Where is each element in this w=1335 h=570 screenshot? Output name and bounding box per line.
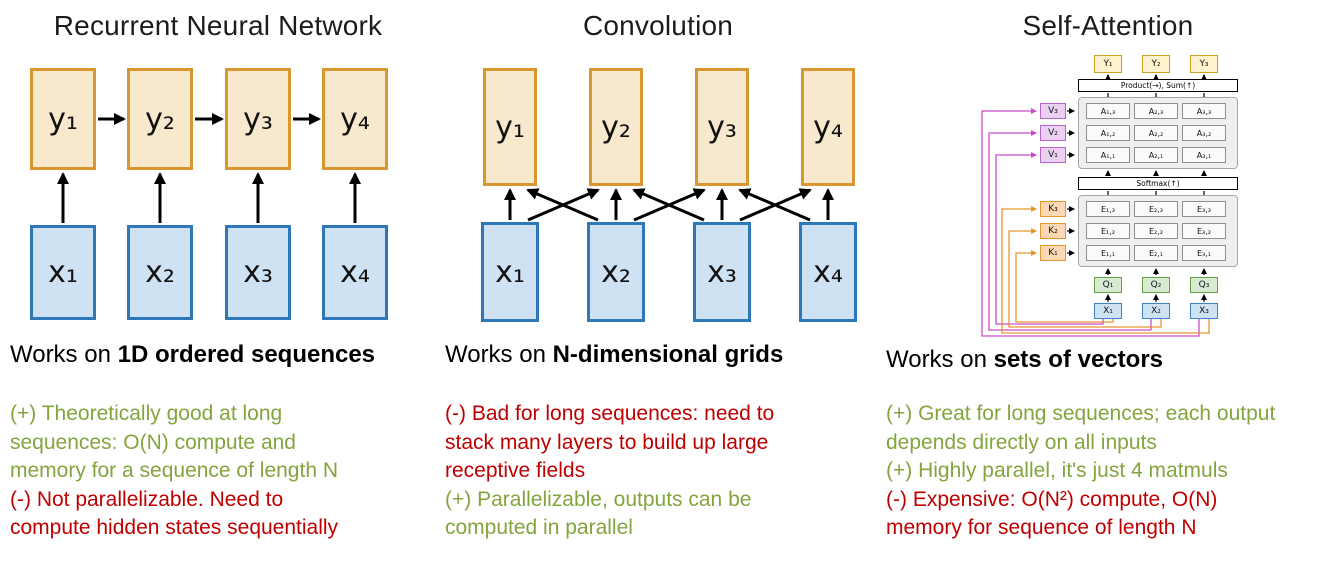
key-vector-box: K₂	[1040, 223, 1066, 239]
attention-e-cell: E₃,₃	[1182, 201, 1226, 217]
query-vector-box: Q₃	[1190, 277, 1218, 293]
note-line: (+) Parallelizable, outputs can be compu…	[445, 487, 752, 540]
works-on-line: Works on 1D ordered sequences	[10, 341, 375, 369]
conv-vertical-arrows	[504, 188, 834, 220]
attention-output-box: Y₁	[1094, 55, 1122, 73]
note-line: (-) Bad for long sequences: need to stac…	[445, 402, 775, 482]
works-on-bold: 1D ordered sequences	[117, 341, 376, 368]
convolution-diagram: y₁ y₂ y₃ y₄ x₁ x₂ x₃ x₄	[443, 60, 873, 340]
attention-e-cell: E₂,₃	[1134, 201, 1178, 217]
attention-a-cell: A₃,₁	[1182, 147, 1226, 163]
works-on-line: Works on sets of vectors	[886, 346, 1163, 374]
attention-input-box: X₁	[1094, 303, 1122, 319]
conv-output-box: y₂	[589, 68, 643, 186]
conv-output-box: y₁	[483, 68, 537, 186]
note-line: (+) Highly parallel, it's just 4 matmuls	[886, 459, 1228, 482]
attention-e-cell: E₁,₁	[1086, 245, 1130, 261]
softmax-bar: Softmax(↑)	[1078, 177, 1238, 190]
attention-a-cell: A₃,₃	[1182, 103, 1226, 119]
rnn-column: Recurrent Neural Network	[8, 10, 428, 539]
works-on-prefix: Works on	[10, 341, 118, 368]
rnn-arrows	[57, 113, 361, 223]
query-vector-box: Q₂	[1142, 277, 1170, 293]
query-vector-box: Q₁	[1094, 277, 1122, 293]
rnn-output-box: y₃	[225, 68, 291, 170]
convolution-arrows	[504, 188, 834, 222]
conv-output-box: y₄	[801, 68, 855, 186]
self-attention-notes: (+) Great for long sequences; each outpu…	[886, 400, 1286, 543]
title-self-attention: Self-Attention	[1022, 10, 1194, 41]
convolution-column: Convolution	[443, 10, 873, 539]
conv-input-box: x₂	[587, 222, 645, 322]
attention-output-box: Y₃	[1190, 55, 1218, 73]
value-vector-box: V₃	[1040, 103, 1066, 119]
note-line: (+) Theoretically good at long sequences…	[10, 402, 339, 482]
rnn-input-box: x₁	[30, 225, 96, 320]
conv-cross-arrows	[526, 188, 812, 222]
key-vector-box: K₁	[1040, 245, 1066, 261]
key-vector-box: K₃	[1040, 201, 1066, 217]
attention-e-cell: E₃,₂	[1182, 223, 1226, 239]
title-rnn: Recurrent Neural Network	[53, 10, 383, 41]
attention-a-cell: A₁,₂	[1086, 125, 1130, 141]
rnn-vertical-arrows	[57, 172, 361, 223]
attention-a-cell: A₂,₂	[1134, 125, 1178, 141]
attention-e-cell: E₁,₃	[1086, 201, 1130, 217]
conv-input-box: x₄	[799, 222, 857, 322]
conv-input-box: x₃	[693, 222, 751, 322]
value-vector-box: V₂	[1040, 125, 1066, 141]
value-vector-box: V₁	[1040, 147, 1066, 163]
self-attention-diagram: Product(→), Sum(↑) Softmax(↑) Y₁ Y₂ Y₃ A…	[976, 55, 1256, 343]
rnn-input-box: x₃	[225, 225, 291, 320]
works-on-line: Works on N-dimensional grids	[445, 341, 783, 369]
attention-a-cell: A₂,₃	[1134, 103, 1178, 119]
attention-key-routing-lines	[1001, 206, 1210, 334]
attention-stage-arrows	[1067, 74, 1207, 302]
works-on-bold: sets of vectors	[993, 346, 1163, 373]
rnn-output-box: y₂	[127, 68, 193, 170]
rnn-output-box: y₄	[322, 68, 388, 170]
attention-e-cell: E₃,₁	[1182, 245, 1226, 261]
attention-a-cell: A₂,₁	[1134, 147, 1178, 163]
note-line: (-) Expensive: O(N²) compute, O(N) memor…	[886, 487, 1218, 540]
rnn-input-box: x₄	[322, 225, 388, 320]
conv-output-box: y₃	[695, 68, 749, 186]
note-line: (-) Not parallelizable. Need to compute …	[10, 487, 339, 540]
rnn-output-box: y₁	[30, 68, 96, 170]
attention-output-box: Y₂	[1142, 55, 1170, 73]
attention-input-box: X₂	[1142, 303, 1170, 319]
self-attention-lines	[981, 74, 1210, 337]
attention-e-cell: E₂,₂	[1134, 223, 1178, 239]
attention-a-cell: A₁,₁	[1086, 147, 1130, 163]
attention-a-cell: A₁,₃	[1086, 103, 1130, 119]
product-sum-bar: Product(→), Sum(↑)	[1078, 79, 1238, 92]
rnn-input-box: x₂	[127, 225, 193, 320]
rnn-notes: (+) Theoretically good at long sequences…	[10, 400, 368, 543]
works-on-prefix: Works on	[445, 341, 553, 368]
works-on-bold: N-dimensional grids	[552, 341, 784, 368]
rnn-diagram: y₁ y₂ y₃ y₄ x₁ x₂ x₃ x₄	[8, 60, 418, 340]
attention-e-cell: E₂,₁	[1134, 245, 1178, 261]
attention-a-cell: A₃,₂	[1182, 125, 1226, 141]
convolution-notes: (-) Bad for long sequences: need to stac…	[445, 400, 823, 543]
works-on-prefix: Works on	[886, 346, 994, 373]
attention-input-box: X₃	[1190, 303, 1218, 319]
note-line: (+) Great for long sequences; each outpu…	[886, 402, 1276, 454]
self-attention-column: Self-Attention	[884, 10, 1332, 539]
conv-input-box: x₁	[481, 222, 539, 322]
attention-e-cell: E₁,₂	[1086, 223, 1130, 239]
title-convolution: Convolution	[582, 10, 734, 41]
